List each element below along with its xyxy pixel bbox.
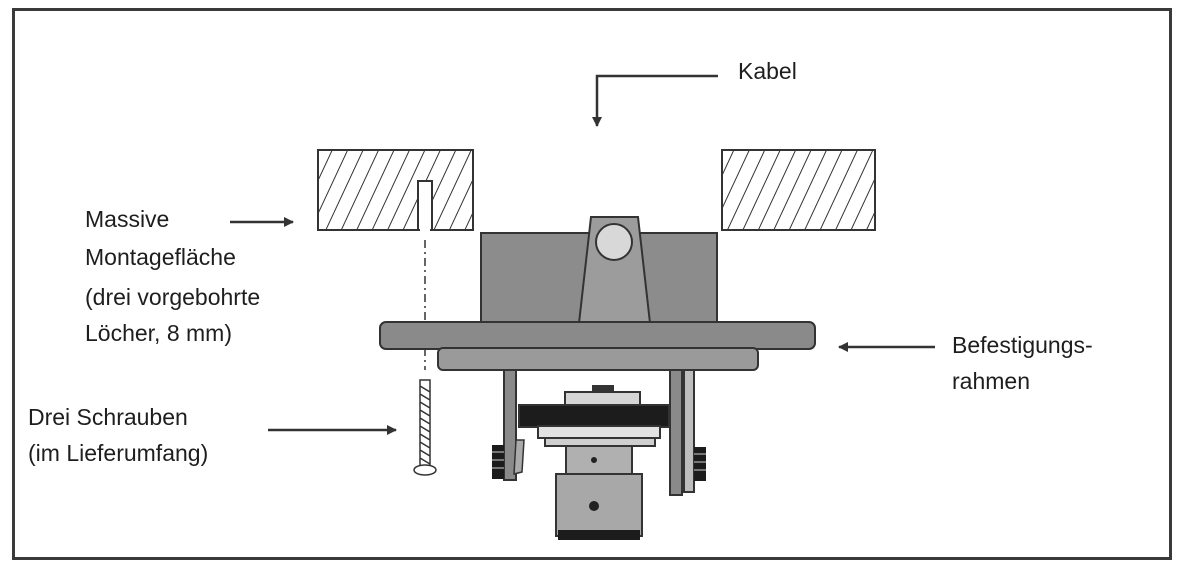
label-screws-line2: (im Lieferumfang): [28, 440, 209, 466]
label-mounting-surface-line1: Massive: [85, 206, 170, 232]
mounting-screw: [413, 379, 437, 476]
label-mounting-frame-line2: rahmen: [952, 368, 1030, 394]
thumbscrew-right: [694, 447, 706, 481]
label-mounting-frame-line1: Befestigungs-: [952, 332, 1093, 358]
mounting-surface-right: [721, 149, 876, 231]
label-cable: Kabel: [738, 58, 797, 84]
camera-module: [518, 385, 670, 540]
label-mounting-surface-line2: Montagefläche: [85, 244, 236, 270]
drill-hole: [417, 180, 433, 231]
mounting-frame-lower: [437, 347, 759, 371]
bracket-right: [669, 369, 706, 496]
bracket-left: [492, 369, 525, 481]
thumbscrew-left: [492, 445, 504, 479]
arrow-cable: [592, 74, 718, 127]
label-screws-line1: Drei Schrauben: [28, 404, 188, 430]
mounting-surface-left: [317, 149, 474, 233]
label-mounting-surface-line3: (drei vorgebohrte: [85, 284, 261, 310]
cable-port: [595, 223, 633, 261]
camera-upper-body: [480, 216, 718, 324]
label-mounting-surface-line4: Löcher, 8 mm): [85, 320, 232, 346]
mounting-frame-flange: [379, 321, 816, 350]
